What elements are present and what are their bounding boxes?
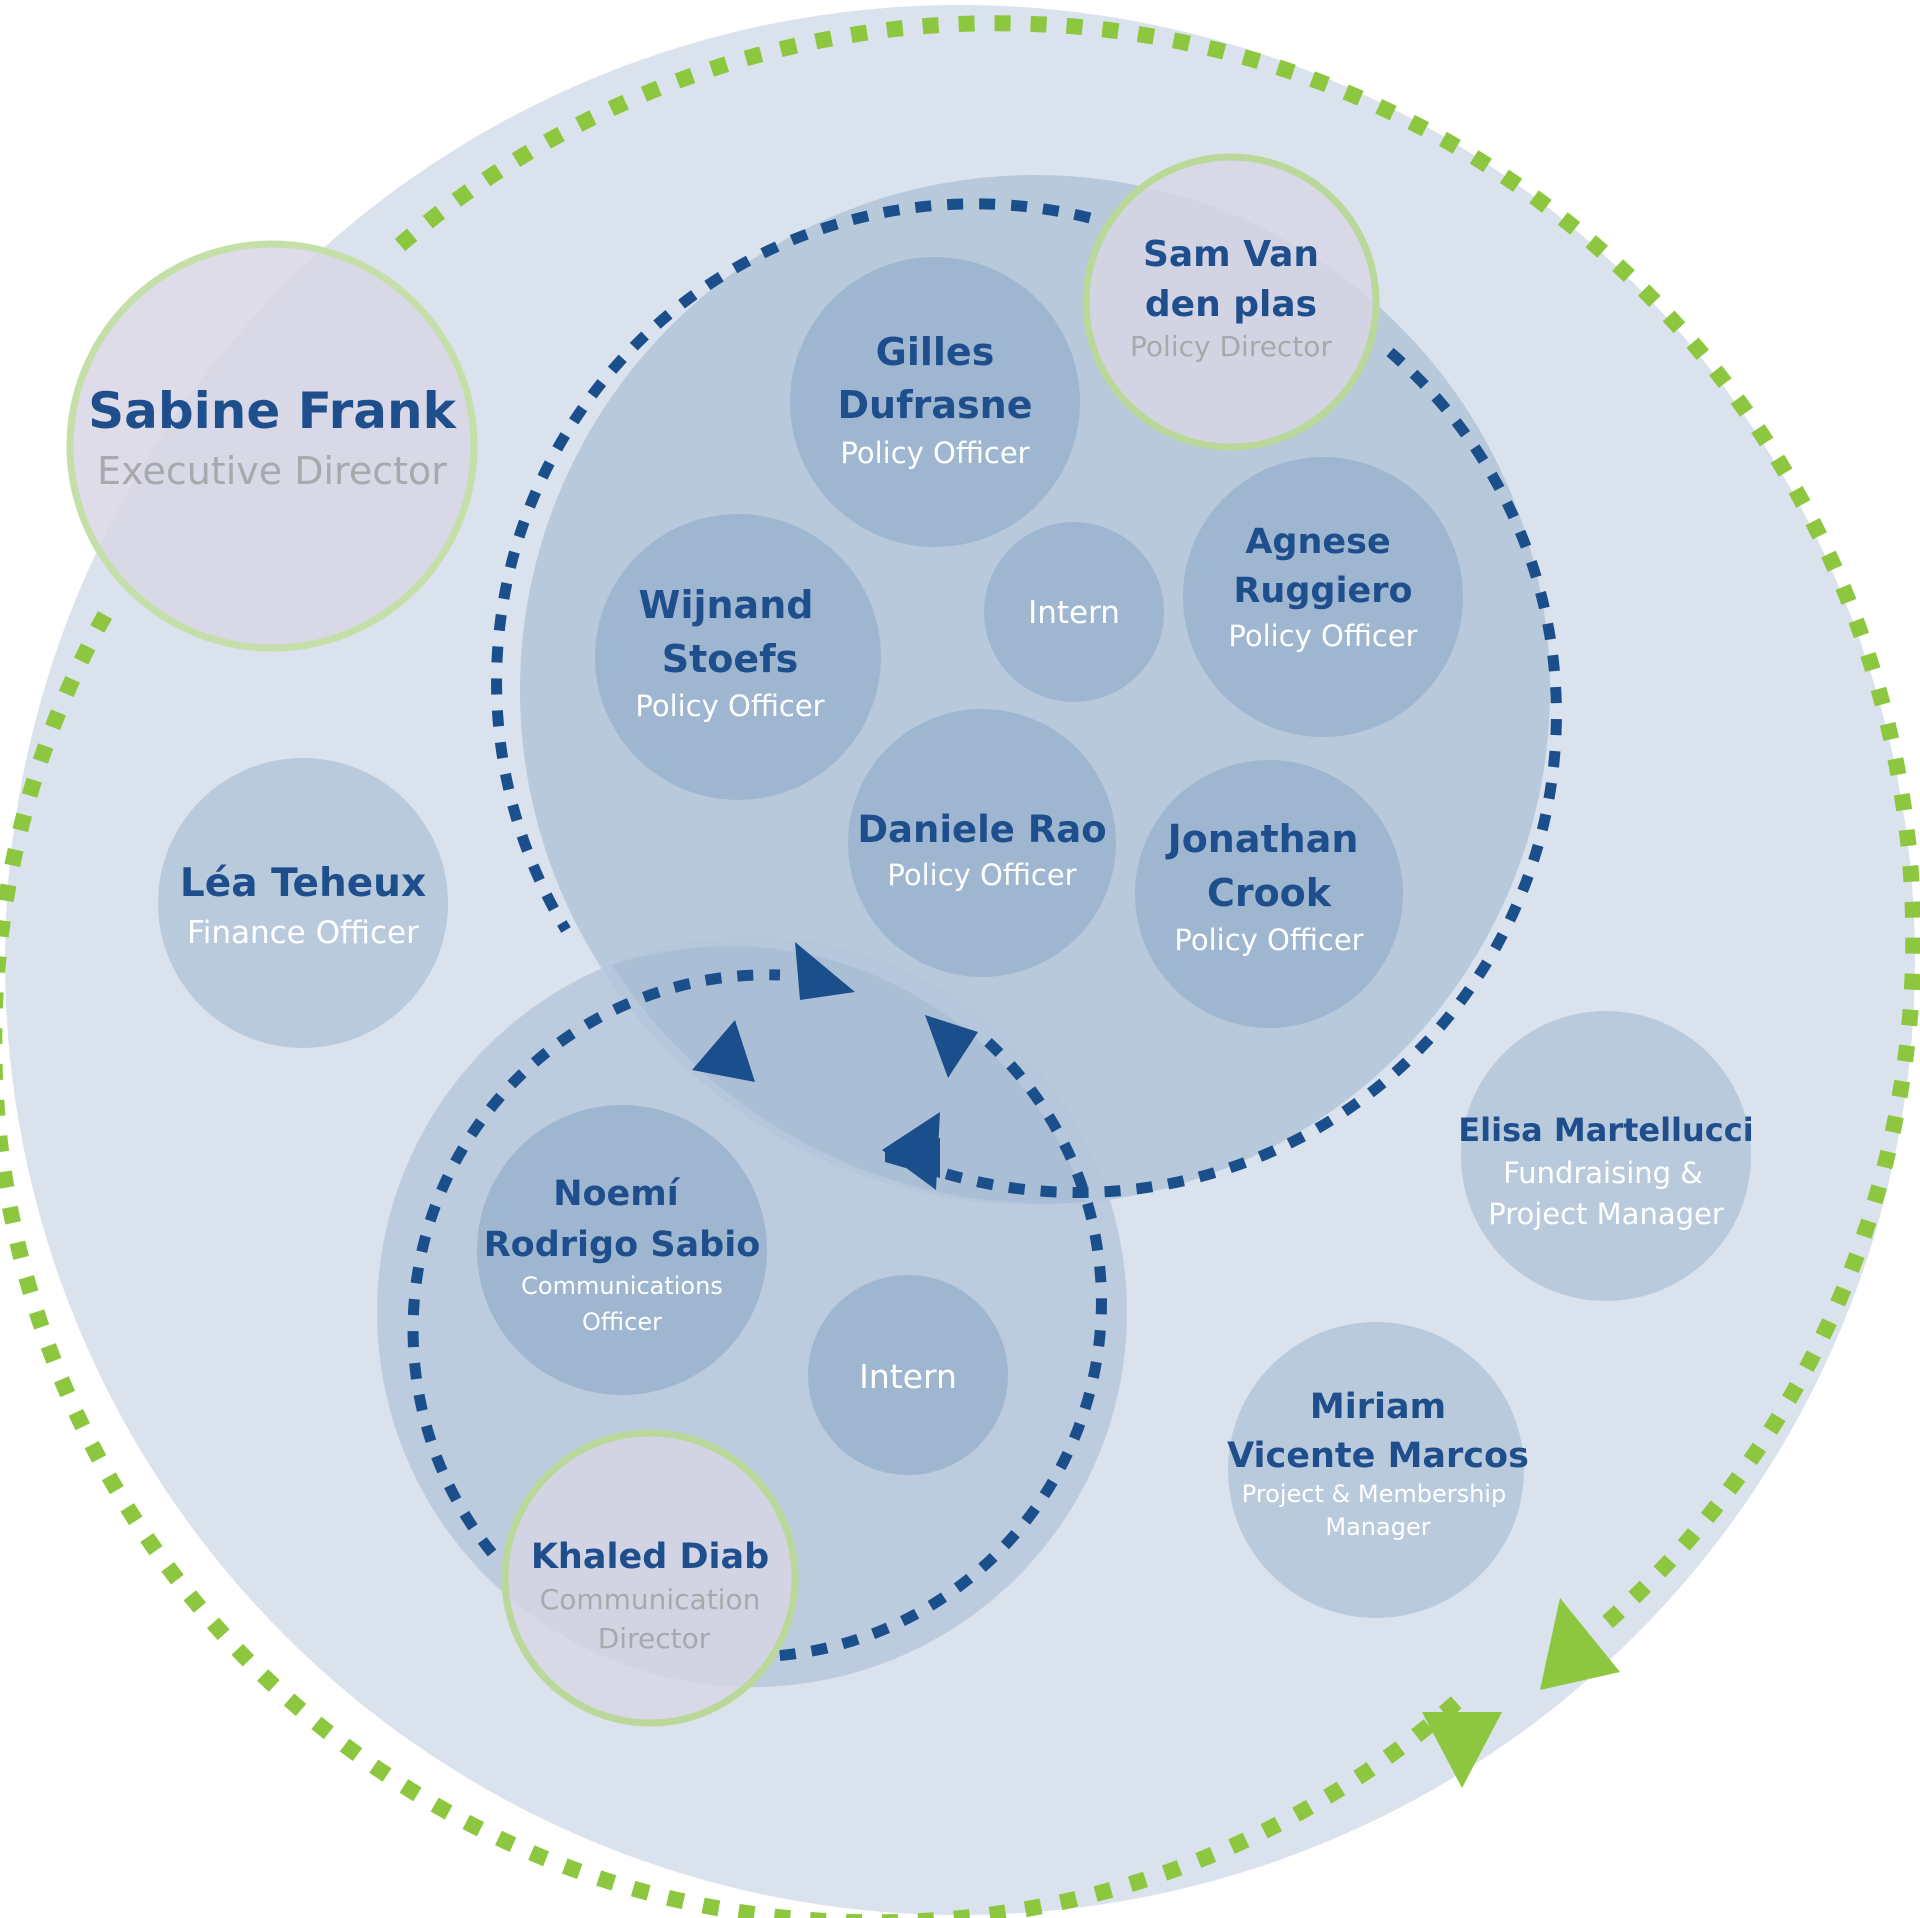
comm-cycle-path: [407, 969, 781, 1557]
executive-director-name: Sabine Frank: [88, 382, 458, 440]
daniele-role: Policy Officer: [887, 858, 1076, 892]
fundraising-name: Elisa Martellucci: [1458, 1111, 1753, 1149]
team-overlap-area: [612, 946, 1085, 1204]
policy-cycle-arrow-down: [692, 1020, 755, 1082]
comm-director-role-2: Director: [598, 1622, 711, 1655]
finance-role: Finance Officer: [187, 915, 419, 951]
agnese-role: Policy Officer: [1228, 619, 1417, 653]
noemi-role-1: Communications: [521, 1272, 723, 1300]
noemi-name-1: Noemí: [553, 1174, 681, 1214]
executive-director-role: Executive Director: [97, 449, 447, 493]
fundraising-role-1: Fundraising &: [1503, 1156, 1703, 1190]
agnese-name-2: Ruggiero: [1233, 571, 1412, 611]
noemi-role-2: Officer: [582, 1308, 662, 1336]
wijnand-role: Policy Officer: [635, 689, 824, 723]
member-circle-noemi: [477, 1105, 767, 1395]
daniele-name: Daniele Rao: [857, 808, 1106, 851]
finance-circle: [158, 758, 448, 1048]
outer-cycle-path: [394, 15, 1920, 1640]
policy-director-role: Policy Director: [1130, 330, 1332, 363]
wijnand-name-2: Stoefs: [662, 637, 799, 681]
member-circle-wijnand: [595, 514, 881, 800]
intern-circle-policy: [984, 522, 1164, 702]
gilles-name-1: Gilles: [876, 330, 995, 374]
miriam-name-1: Miriam: [1310, 1387, 1446, 1427]
comm-cycle-arrow-up: [925, 1015, 978, 1078]
policy-director-name-1: Sam Van: [1143, 234, 1319, 275]
member-circle-daniele: [848, 709, 1116, 977]
jonathan-name-1: Jonathan: [1165, 817, 1359, 861]
outer-cycle-arrow-right: [1540, 1598, 1620, 1690]
executive-director-circle: [66, 240, 478, 652]
member-circle-jonathan: [1135, 760, 1403, 1028]
miriam-role-1: Project & Membership: [1242, 1480, 1506, 1508]
comm-director-name: Khaled Diab: [531, 1537, 769, 1577]
gilles-name-2: Dufrasne: [838, 383, 1033, 427]
miriam-role-2: Manager: [1325, 1513, 1430, 1541]
jonathan-name-2: Crook: [1207, 871, 1332, 915]
comm-intern-label: Intern: [859, 1357, 957, 1396]
policy-director-name-2: den plas: [1145, 284, 1317, 325]
policy-director-circle: [1082, 153, 1380, 451]
outer-cycle-arrow-bottom: [1422, 1712, 1502, 1788]
policy-cycle-path-visible: [491, 198, 1092, 933]
noemi-name-2: Rodrigo Sabio: [484, 1225, 761, 1265]
policy-cycle-path-right: [938, 347, 1562, 1198]
membership-circle: [1228, 1322, 1524, 1618]
fundraising-circle: [1461, 1011, 1751, 1301]
member-circle-gilles: [790, 257, 1080, 547]
comm-cycle-arrow-right: [795, 942, 855, 1000]
comm-director-role-1: Communication: [540, 1583, 761, 1616]
comm-director-circle: [501, 1429, 799, 1727]
finance-name: Léa Teheux: [180, 861, 426, 906]
miriam-name-2: Vicente Marcos: [1227, 1436, 1529, 1476]
fundraising-role-2: Project Manager: [1488, 1197, 1724, 1231]
intern-circle-comm: [808, 1275, 1008, 1475]
member-circle-agnese: [1183, 457, 1463, 737]
policy-intern-label: Intern: [1028, 595, 1120, 631]
agnese-name-1: Agnese: [1245, 522, 1390, 562]
jonathan-role: Policy Officer: [1174, 923, 1363, 957]
wijnand-name-1: Wijnand: [639, 583, 814, 627]
gilles-role: Policy Officer: [840, 436, 1029, 470]
policy-cycle-arrow-left-2: [882, 1112, 940, 1190]
